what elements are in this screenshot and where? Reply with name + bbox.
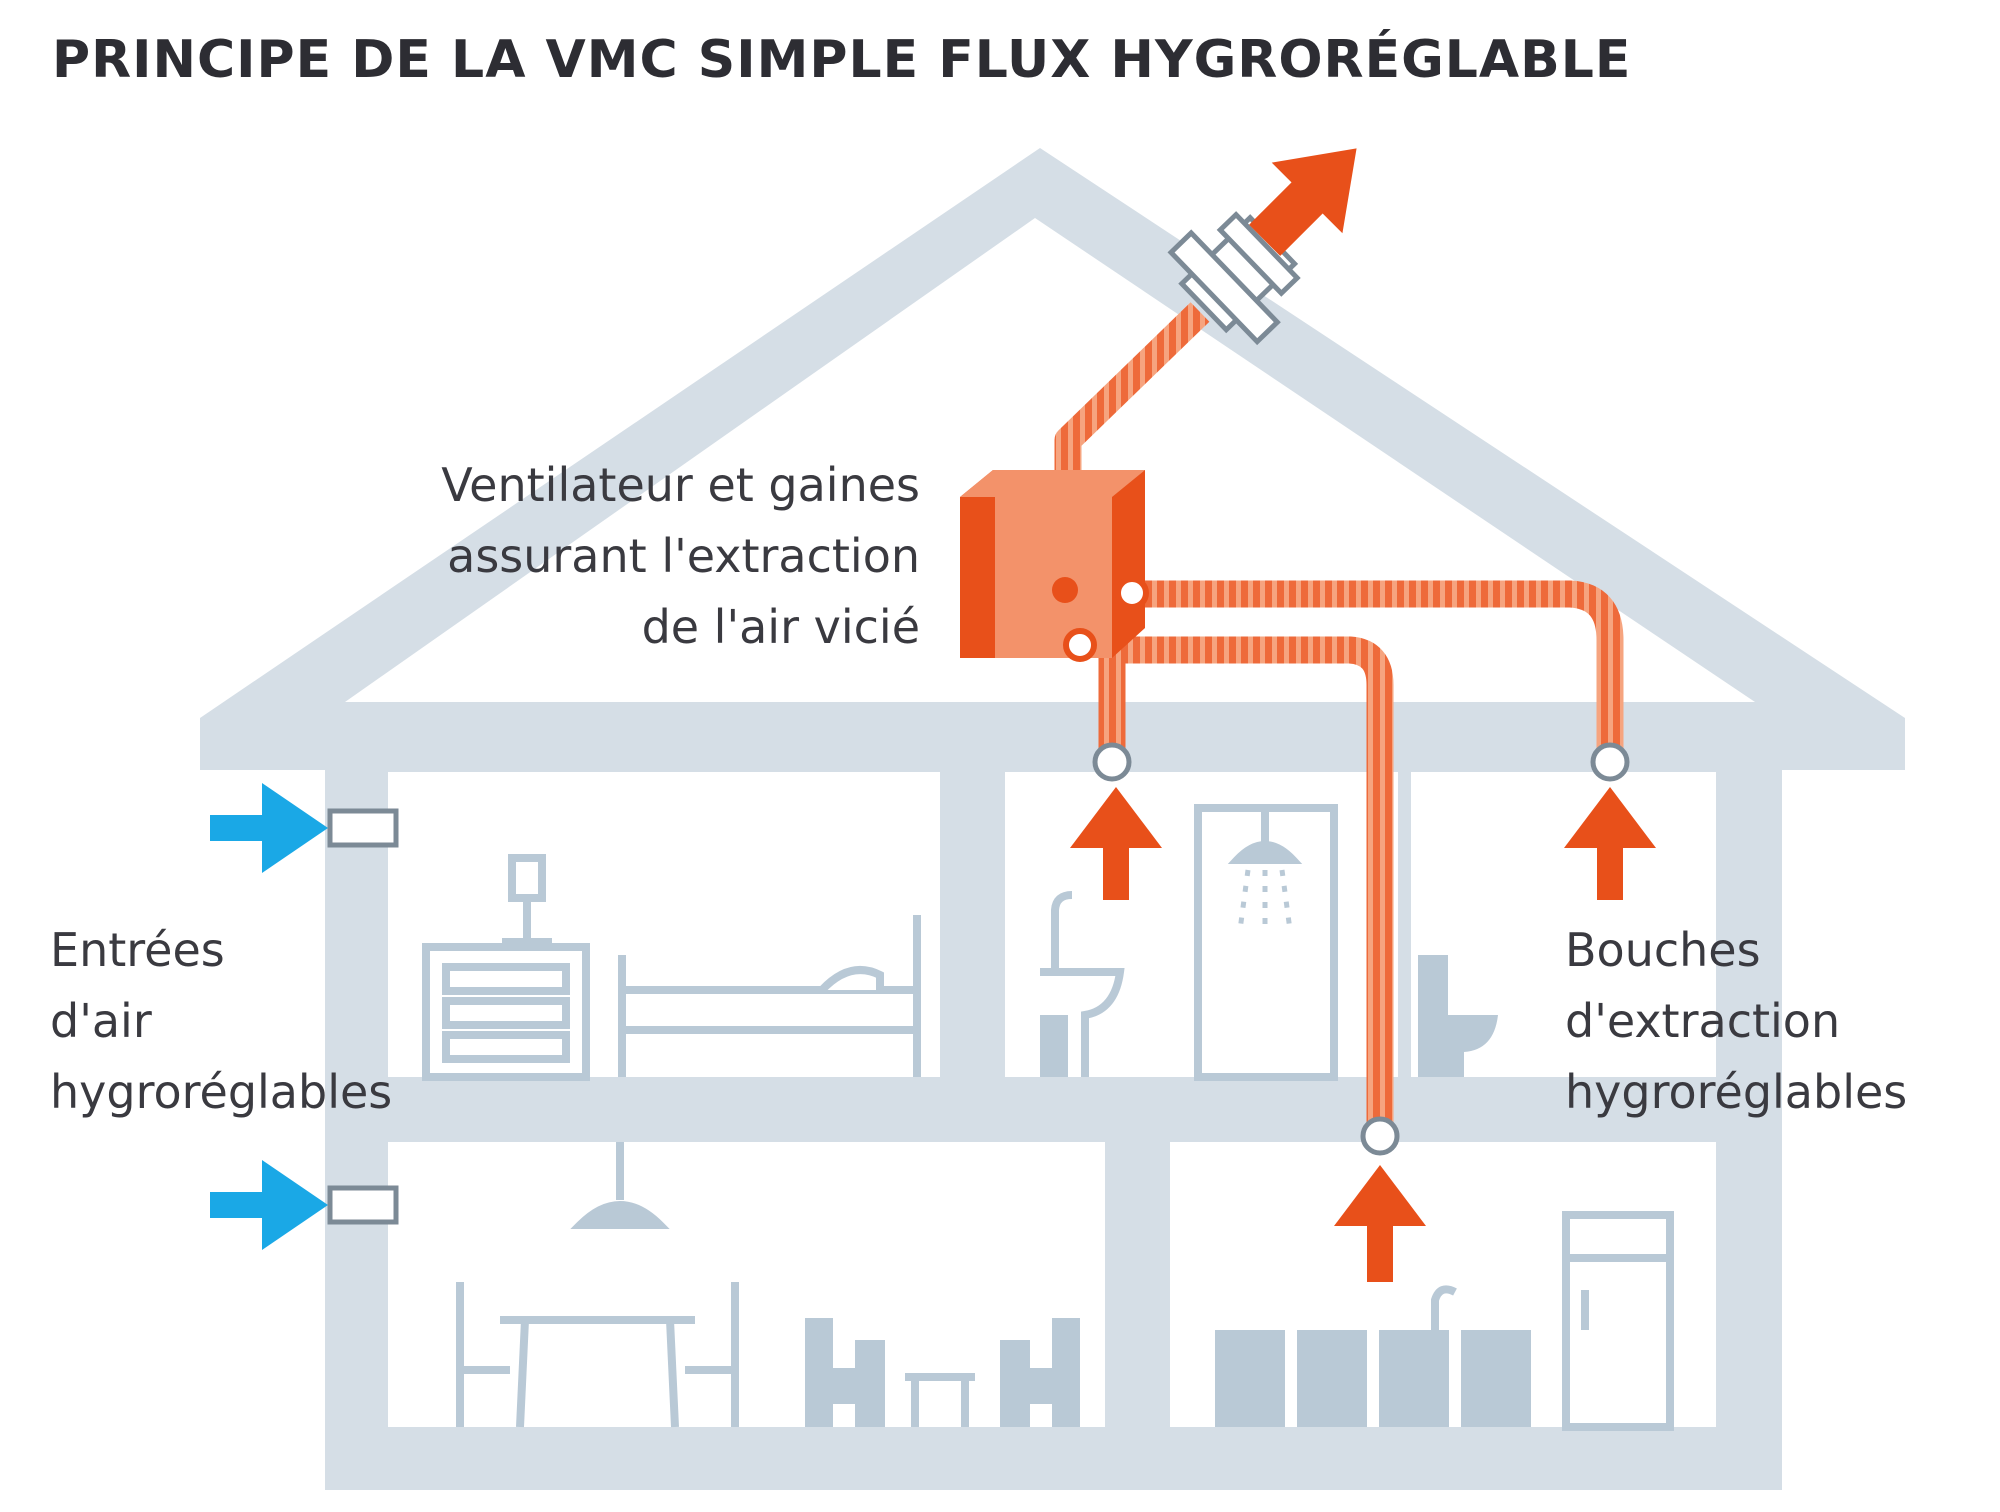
shower-icon bbox=[1194, 804, 1338, 1081]
sink-icon bbox=[1040, 891, 1125, 1077]
air-inlet-lower bbox=[327, 1185, 399, 1225]
vent-wc bbox=[1590, 742, 1630, 782]
arrow-up-right-icon bbox=[1249, 148, 1357, 256]
room-dining bbox=[388, 1142, 1105, 1427]
outlets-label: Bouches d'extraction hygroréglables bbox=[1565, 915, 1907, 1128]
inlets-label-line-1: Entrées bbox=[50, 923, 225, 977]
extraction-ducts bbox=[1054, 302, 1624, 1130]
extraction-vents bbox=[1092, 742, 1630, 1156]
outlets-label-line-2: d'extraction bbox=[1565, 994, 1841, 1048]
fan-label-line-1: Ventilateur et gaines bbox=[441, 458, 920, 512]
fridge-icon bbox=[1562, 1211, 1674, 1431]
inlets-label-line-3: hygroréglables bbox=[50, 1065, 393, 1119]
vent-kitchen bbox=[1360, 1116, 1400, 1156]
outlets-label-line-3: hygroréglables bbox=[1565, 1065, 1908, 1119]
duct-to-kitchen bbox=[1110, 636, 1394, 1130]
air-inlet-upper bbox=[327, 808, 399, 848]
arrow-right-icon bbox=[210, 1160, 328, 1250]
roof-exhaust-terminal bbox=[1167, 211, 1301, 346]
duct-to-wc bbox=[1130, 580, 1624, 758]
furniture bbox=[422, 804, 1674, 1431]
faucet-icon bbox=[1431, 1285, 1457, 1330]
kitchen-counter-icon bbox=[1215, 1330, 1531, 1427]
arrow-up-icon bbox=[1070, 787, 1162, 900]
outlets-label-line-1: Bouches bbox=[1565, 923, 1761, 977]
exhaust-duct bbox=[1054, 302, 1210, 480]
house-shell bbox=[200, 148, 1905, 1490]
air-inlets bbox=[327, 808, 399, 1225]
bed-icon bbox=[618, 915, 921, 1077]
fan-label: Ventilateur et gaines assurant l'extract… bbox=[441, 450, 920, 663]
toilet-icon bbox=[1418, 955, 1498, 1077]
ceiling-light-icon bbox=[570, 1142, 670, 1229]
nightstand-icon bbox=[422, 943, 590, 1081]
fan-label-line-3: de l'air vicié bbox=[641, 600, 920, 654]
inlets-label: Entrées d'air hygroréglables bbox=[50, 915, 392, 1128]
diagram-title: PRINCIPE DE LA VMC SIMPLE FLUX HYGRORÉGL… bbox=[52, 30, 1632, 90]
inlets-label-line-2: d'air bbox=[50, 994, 152, 1048]
fan-unit bbox=[960, 470, 1149, 662]
arrow-up-icon bbox=[1564, 787, 1656, 900]
armchair-icon bbox=[805, 1318, 885, 1427]
vent-bathroom bbox=[1092, 742, 1132, 782]
arrow-right-icon bbox=[210, 783, 328, 873]
lamp-icon bbox=[502, 854, 552, 946]
fan-label-line-2: assurant l'extraction bbox=[447, 529, 920, 583]
dining-table-icon bbox=[456, 1282, 739, 1428]
arrow-up-icon bbox=[1334, 1165, 1426, 1282]
armchair-icon bbox=[1000, 1318, 1080, 1427]
coffee-table-icon bbox=[905, 1373, 975, 1427]
